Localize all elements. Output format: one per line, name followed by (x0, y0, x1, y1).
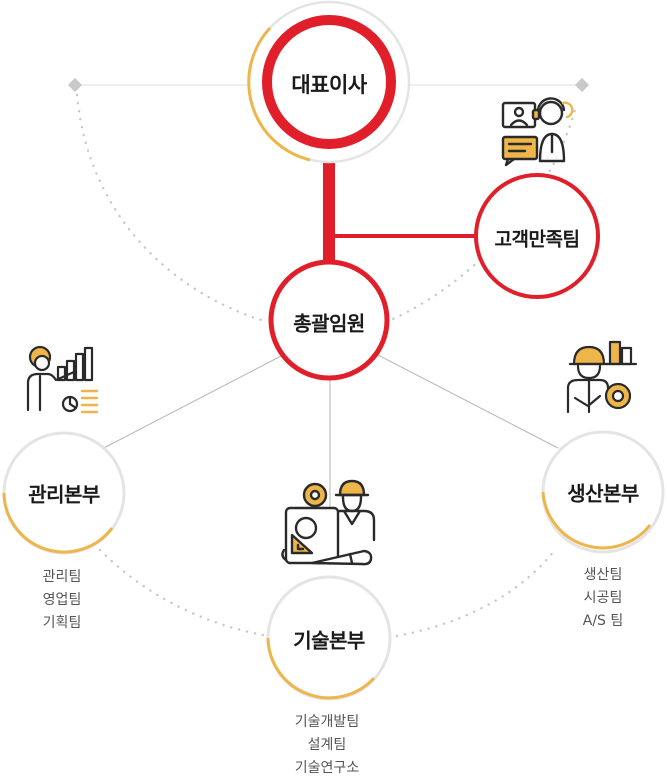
admin-division-node (2, 431, 126, 555)
admin-team-list: 관리팀 영업팀 기획팀 (43, 566, 82, 635)
ceo-node (247, 0, 411, 164)
presentation-chart-icon (26, 345, 99, 414)
team-item: 영업팀 (42, 592, 82, 608)
team-item: 생산팀 (583, 567, 623, 583)
production-division-label: 생산본부 (567, 481, 639, 506)
dotted-connectors (75, 93, 577, 638)
red-connectors (323, 150, 480, 272)
tech-team-list: 기술개발팀 설계팀 기술연구소 (295, 711, 359, 780)
team-item: 기술개발팀 (294, 714, 360, 730)
factory-worker-icon (566, 340, 638, 414)
general-exec-label: 총괄임원 (293, 311, 365, 336)
ceo-label: 대표이사 (291, 73, 367, 97)
production-division-node (541, 430, 665, 554)
customer-team-node (474, 173, 600, 299)
admin-division-label: 관리본부 (28, 482, 100, 507)
team-item: 관리팀 (42, 569, 82, 585)
customer-support-icon (501, 97, 574, 167)
team-item: 기획팀 (42, 615, 82, 631)
customer-team-label: 고객만족팀 (494, 228, 580, 251)
team-item: 시공팀 (583, 590, 623, 606)
tech-division-label: 기술본부 (293, 628, 365, 653)
team-item: 기술연구소 (294, 760, 360, 776)
production-team-list: 생산팀 시공팀 A/S 팀 (583, 564, 624, 633)
engineer-blueprint-icon (281, 479, 376, 566)
team-item: 설계팀 (307, 737, 347, 753)
general-exec-node (268, 259, 390, 381)
team-item: A/S 팀 (582, 613, 624, 629)
tech-division-node (266, 575, 392, 701)
